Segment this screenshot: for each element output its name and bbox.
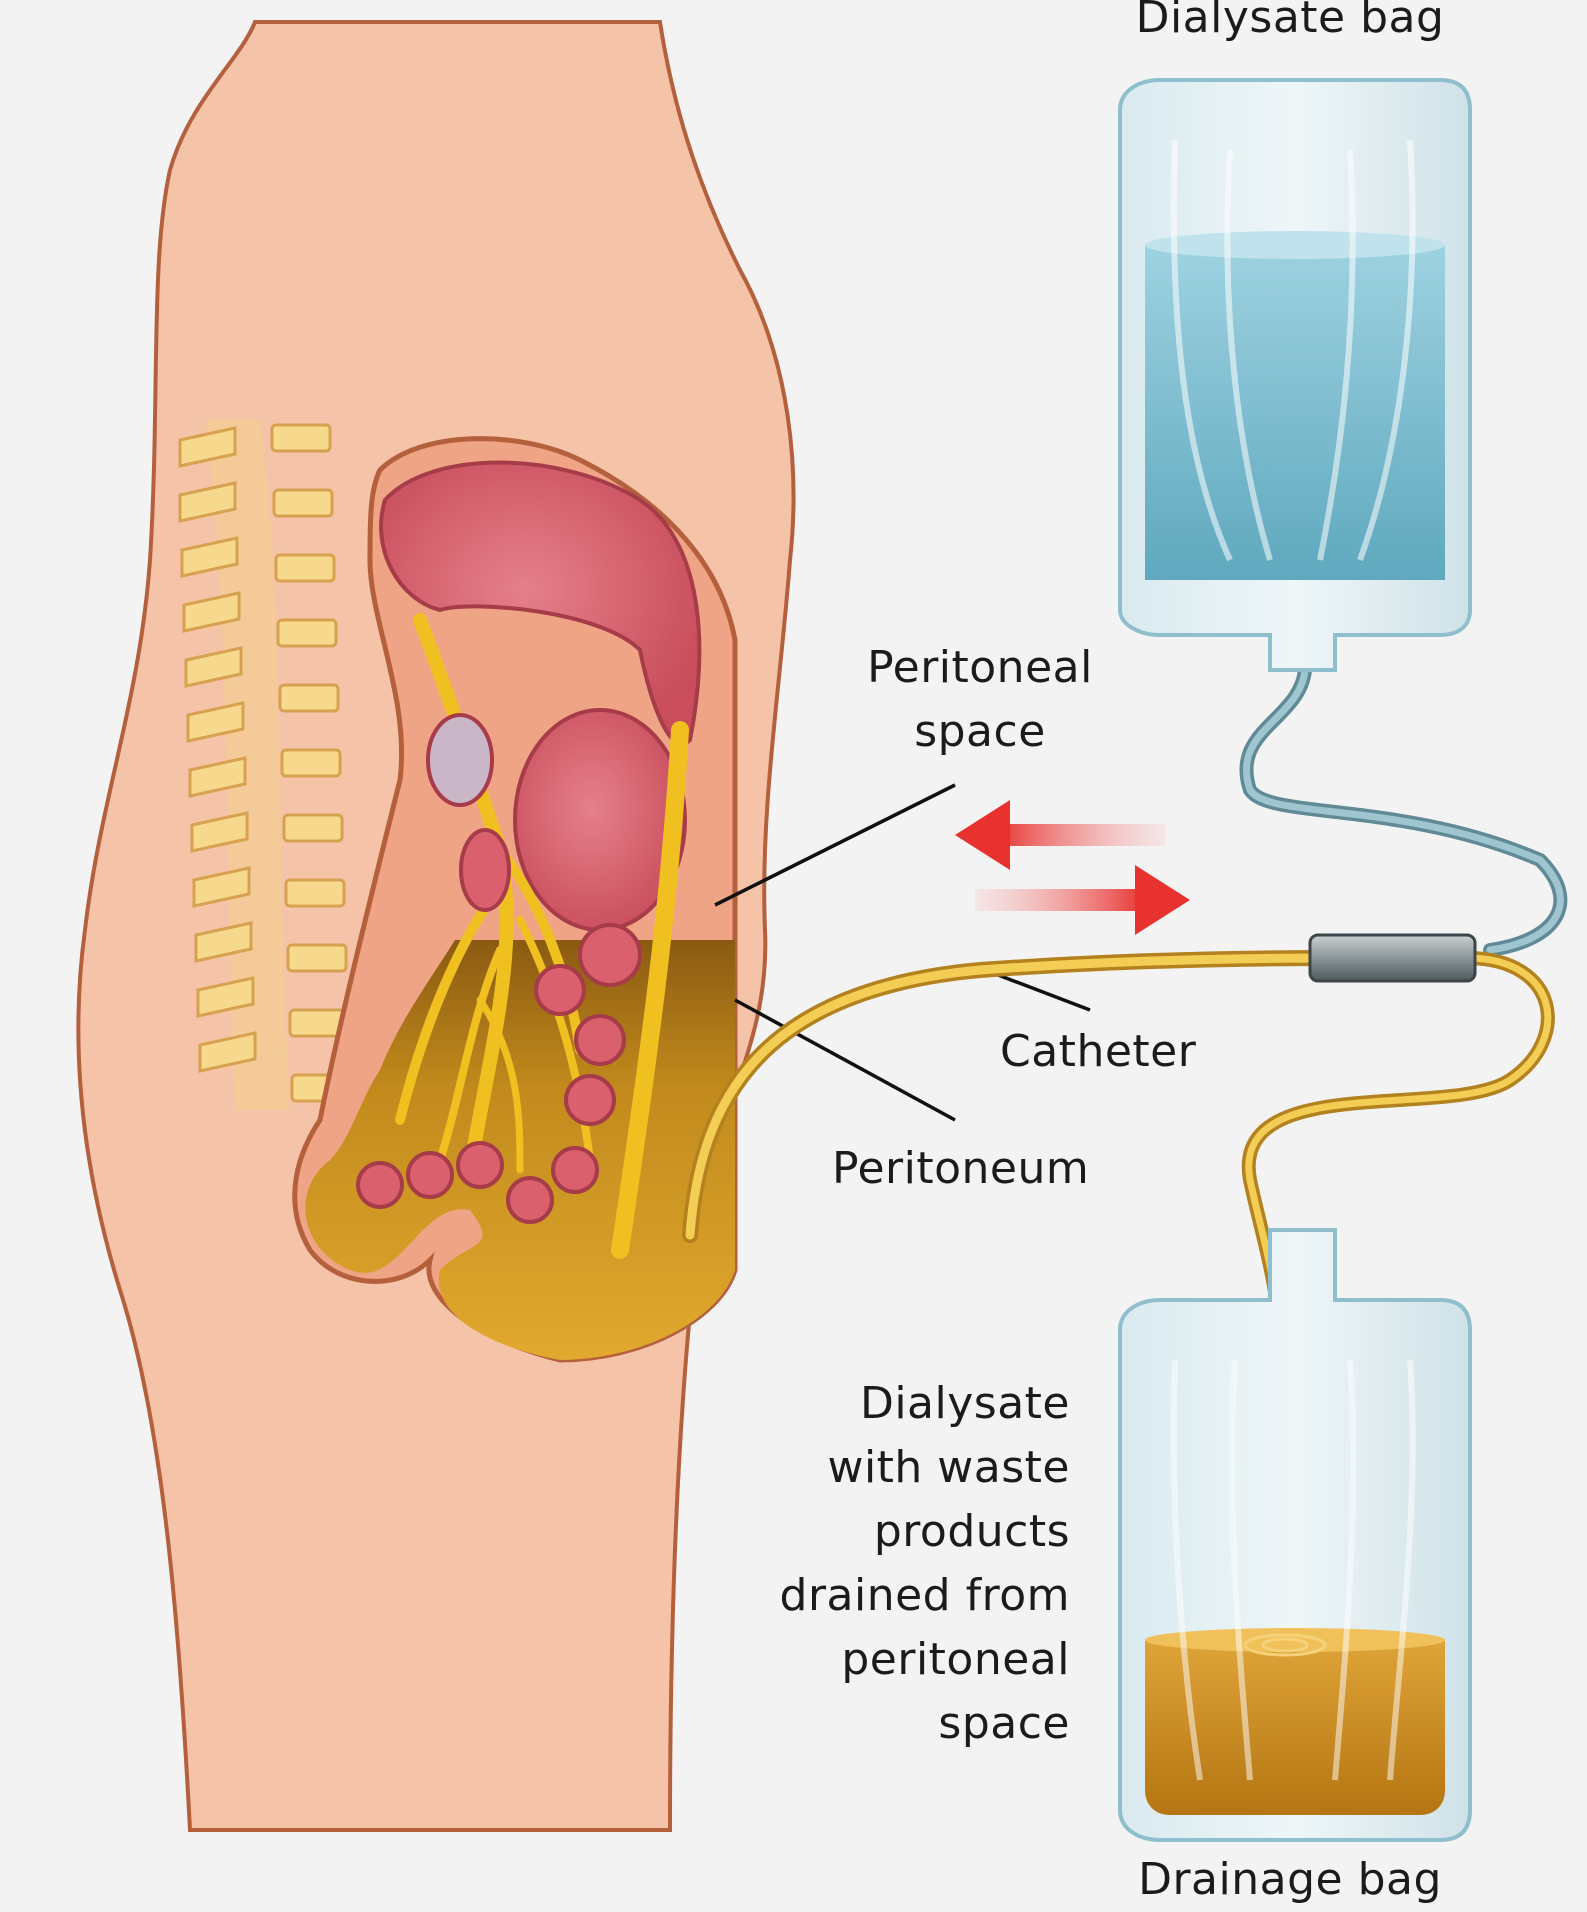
- dialysate-bag-label: Dialysate bag: [1135, 0, 1445, 43]
- drained-fluid-note-line-5: peritoneal: [841, 1634, 1070, 1685]
- drained-fluid-note-line-1: Dialysate: [859, 1378, 1070, 1429]
- drained-fluid-note-line-4: drained from: [779, 1570, 1070, 1621]
- dialysate-bag: [1118, 78, 1472, 672]
- spine: [178, 420, 352, 1110]
- drained-fluid-note-line-3: products: [873, 1506, 1070, 1557]
- catheter-pointer: [984, 968, 1091, 1012]
- gallbladder-organ: [426, 713, 494, 807]
- peritoneal-space-pointer: [714, 783, 956, 907]
- flow-arrows: [955, 800, 1190, 935]
- peritoneum-pointer: [734, 998, 956, 1122]
- catheter-label: Catheter: [1000, 1026, 1197, 1077]
- intestine-loops: [356, 923, 642, 1224]
- peritoneal-space-label-line-1: Peritoneal: [867, 642, 1093, 693]
- drained-fluid-note: Dialysate with waste products drained fr…: [700, 1372, 1070, 1756]
- peritoneum-label: Peritoneum: [832, 1143, 1090, 1194]
- drained-fluid-note-line-2: with waste: [827, 1442, 1070, 1493]
- peritoneal-space-label-line-2: space: [914, 706, 1046, 757]
- drained-fluid-note-line-6: space: [938, 1698, 1070, 1749]
- drainage-bag-label: Drainage bag: [1138, 1854, 1442, 1905]
- drainage-bag: [1118, 1228, 1472, 1842]
- peritoneal-space-label: Peritoneal space: [830, 636, 1130, 764]
- duodenum-organ: [459, 828, 511, 912]
- catheter-connector: [1308, 933, 1477, 983]
